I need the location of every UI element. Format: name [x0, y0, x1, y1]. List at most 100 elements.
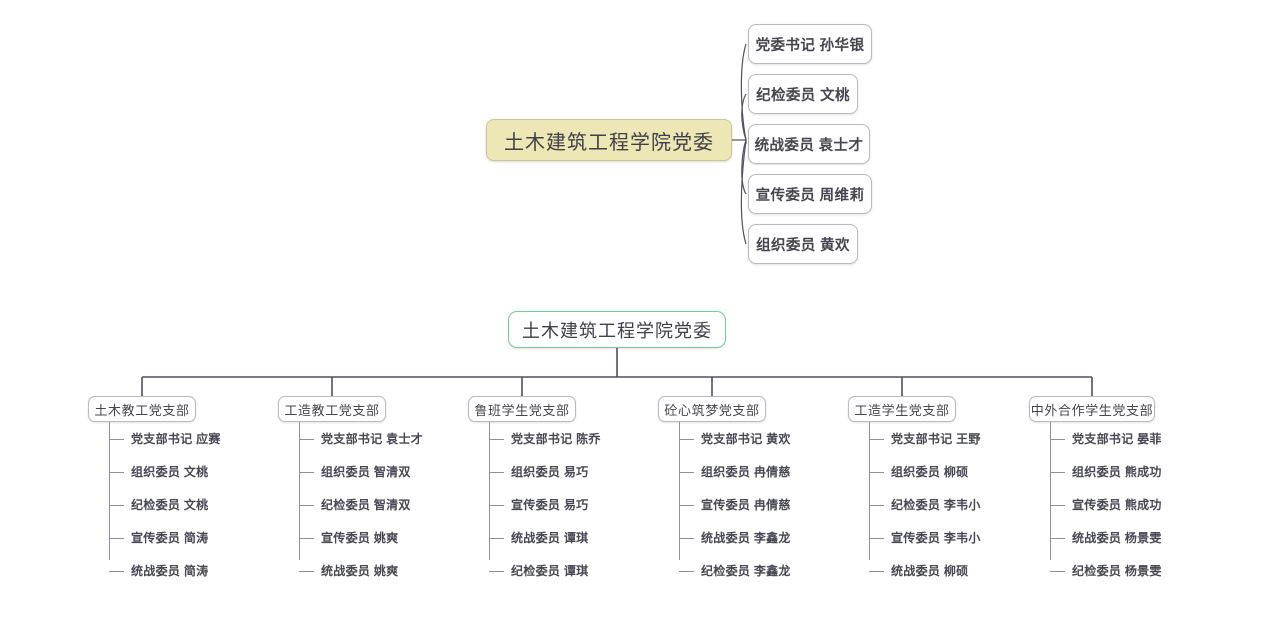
- branch-member-label: 纪检委员 杨景雯: [1072, 564, 1162, 578]
- branch-member-label: 宣传委员 易巧: [511, 498, 589, 512]
- branch-member-label: 党支部书记 晏菲: [1072, 432, 1162, 446]
- branch-member-item[interactable]: 纪检委员 杨景雯: [1029, 554, 1161, 587]
- branch-member-label: 纪检委员 智清双: [321, 498, 411, 512]
- branch-member-item[interactable]: 组织委员 智清双: [278, 455, 410, 488]
- branch-member-label: 组织委员 冉倩慈: [701, 465, 791, 479]
- branch-member-label: 纪检委员 李韦小: [891, 498, 981, 512]
- mindmap-member-label: 宣传委员 周维莉: [755, 187, 865, 204]
- branch-head-label: 土木教工党支部: [94, 402, 190, 418]
- branch-member-item[interactable]: 党支部书记 应赛: [88, 422, 220, 455]
- branch-member-item[interactable]: 宣传委员 冉倩慈: [658, 488, 790, 521]
- branch-member-item[interactable]: 纪检委员 谭琪: [468, 554, 588, 587]
- branch-member-list: 党支部书记 陈乔 组织委员 易巧 宣传委员 易巧 统战委员 谭琪 纪检委员 谭琪: [468, 422, 600, 587]
- orgchart-section: 土木建筑工程学院党委 土木教工党支部 党支部书记 应赛 组织委员 文桃 纪检委员…: [0, 300, 1265, 641]
- branch-member-item[interactable]: 统战委员 柳硕: [848, 554, 968, 587]
- mindmap-member-node[interactable]: 组织委员 黄欢: [748, 224, 858, 264]
- branch-member-item[interactable]: 宣传委员 易巧: [468, 488, 588, 521]
- branch-member-label: 统战委员 柳硕: [891, 564, 969, 578]
- branch-member-label: 纪检委员 谭琪: [511, 564, 589, 578]
- branch-member-item[interactable]: 党支部书记 王野: [848, 422, 980, 455]
- branch-member-label: 组织委员 熊成功: [1072, 465, 1162, 479]
- branch-member-label: 宣传委员 简涛: [131, 531, 209, 545]
- branch-member-item[interactable]: 党支部书记 袁士才: [278, 422, 423, 455]
- branch-member-label: 党支部书记 黄欢: [701, 432, 791, 446]
- branch-member-item[interactable]: 纪检委员 文桃: [88, 488, 208, 521]
- branch-member-label: 党支部书记 王野: [891, 432, 981, 446]
- orgchart-root-label: 土木建筑工程学院党委: [522, 320, 712, 341]
- orgchart-root-node[interactable]: 土木建筑工程学院党委: [508, 311, 726, 348]
- branch-member-list: 党支部书记 黄欢 组织委员 冉倩慈 宣传委员 冉倩慈 统战委员 李鑫龙 纪检委员…: [658, 422, 790, 587]
- branch-member-label: 组织委员 易巧: [511, 465, 589, 479]
- orgchart-branch: 砼心筑梦党支部 党支部书记 黄欢 组织委员 冉倩慈 宣传委员 冉倩慈 统战委员 …: [658, 396, 790, 587]
- branch-head-label: 鲁班学生党支部: [474, 402, 570, 418]
- branch-head-label: 中外合作学生党支部: [1030, 402, 1154, 418]
- branch-member-label: 党支部书记 袁士才: [321, 432, 424, 446]
- branch-member-list: 党支部书记 应赛 组织委员 文桃 纪检委员 文桃 宣传委员 简涛 统战委员 简涛: [88, 422, 220, 587]
- branch-member-label: 纪检委员 文桃: [131, 498, 209, 512]
- branch-head-label: 工造教工党支部: [284, 402, 380, 418]
- mindmap-section: 土木建筑工程学院党委 党委书记 孙华银 纪检委员 文桃 统战委员 袁士才 宣传委…: [0, 0, 1265, 290]
- branch-head-node[interactable]: 鲁班学生党支部: [468, 396, 576, 422]
- branch-member-item[interactable]: 纪检委员 智清双: [278, 488, 410, 521]
- branch-member-list: 党支部书记 王野 组织委员 柳硕 纪检委员 李韦小 宣传委员 李韦小 统战委员 …: [848, 422, 980, 587]
- orgchart-branch: 鲁班学生党支部 党支部书记 陈乔 组织委员 易巧 宣传委员 易巧 统战委员 谭琪…: [468, 396, 600, 587]
- mindmap-member-label: 党委书记 孙华银: [755, 37, 865, 54]
- branch-member-label: 统战委员 李鑫龙: [701, 531, 791, 545]
- branch-member-label: 组织委员 文桃: [131, 465, 209, 479]
- branch-head-node[interactable]: 中外合作学生党支部: [1029, 396, 1155, 422]
- orgchart-branch: 土木教工党支部 党支部书记 应赛 组织委员 文桃 纪检委员 文桃 宣传委员 简涛…: [88, 396, 220, 587]
- branch-member-item[interactable]: 宣传委员 姚爽: [278, 521, 398, 554]
- branch-member-item[interactable]: 宣传委员 简涛: [88, 521, 208, 554]
- branch-member-label: 组织委员 智清双: [321, 465, 411, 479]
- branch-member-item[interactable]: 宣传委员 熊成功: [1029, 488, 1161, 521]
- branch-member-label: 宣传委员 熊成功: [1072, 498, 1162, 512]
- branch-member-item[interactable]: 统战委员 姚爽: [278, 554, 398, 587]
- branch-head-node[interactable]: 土木教工党支部: [88, 396, 196, 422]
- branch-member-list: 党支部书记 袁士才 组织委员 智清双 纪检委员 智清双 宣传委员 姚爽 统战委员…: [278, 422, 423, 587]
- branch-member-label: 统战委员 谭琪: [511, 531, 589, 545]
- branch-member-item[interactable]: 统战委员 谭琪: [468, 521, 588, 554]
- branch-head-node[interactable]: 工造教工党支部: [278, 396, 386, 422]
- mindmap-member-node[interactable]: 宣传委员 周维莉: [748, 174, 872, 214]
- branch-member-label: 党支部书记 应赛: [131, 432, 221, 446]
- branch-member-label: 统战委员 简涛: [131, 564, 209, 578]
- branch-member-item[interactable]: 统战委员 李鑫龙: [658, 521, 790, 554]
- mindmap-member-label: 组织委员 黄欢: [756, 237, 850, 254]
- branch-member-item[interactable]: 统战委员 杨景雯: [1029, 521, 1161, 554]
- branch-member-label: 宣传委员 冉倩慈: [701, 498, 791, 512]
- branch-member-item[interactable]: 宣传委员 李韦小: [848, 521, 980, 554]
- mindmap-member-node[interactable]: 党委书记 孙华银: [748, 24, 872, 64]
- branch-member-item[interactable]: 组织委员 易巧: [468, 455, 588, 488]
- branch-member-item[interactable]: 党支部书记 陈乔: [468, 422, 600, 455]
- branch-head-label: 工造学生党支部: [854, 402, 950, 418]
- branch-member-item[interactable]: 党支部书记 晏菲: [1029, 422, 1161, 455]
- branch-member-label: 宣传委员 姚爽: [321, 531, 399, 545]
- branch-member-label: 宣传委员 李韦小: [891, 531, 981, 545]
- branch-member-list: 党支部书记 晏菲 组织委员 熊成功 宣传委员 熊成功 统战委员 杨景雯 纪检委员…: [1029, 422, 1161, 587]
- mindmap-root-node[interactable]: 土木建筑工程学院党委: [486, 119, 732, 161]
- mindmap-member-label: 纪检委员 文桃: [756, 87, 850, 104]
- branch-member-item[interactable]: 组织委员 熊成功: [1029, 455, 1161, 488]
- branch-member-label: 统战委员 姚爽: [321, 564, 399, 578]
- branch-member-item[interactable]: 组织委员 柳硕: [848, 455, 968, 488]
- branch-member-label: 组织委员 柳硕: [891, 465, 969, 479]
- orgchart-branch: 中外合作学生党支部 党支部书记 晏菲 组织委员 熊成功 宣传委员 熊成功 统战委…: [1029, 396, 1161, 587]
- branch-member-label: 党支部书记 陈乔: [511, 432, 601, 446]
- mindmap-member-node[interactable]: 统战委员 袁士才: [748, 124, 870, 164]
- mindmap-member-label: 统战委员 袁士才: [754, 137, 864, 154]
- orgchart-branch: 工造教工党支部 党支部书记 袁士才 组织委员 智清双 纪检委员 智清双 宣传委员…: [278, 396, 423, 587]
- branch-member-label: 统战委员 杨景雯: [1072, 531, 1162, 545]
- branch-member-item[interactable]: 组织委员 文桃: [88, 455, 208, 488]
- orgchart-branch: 工造学生党支部 党支部书记 王野 组织委员 柳硕 纪检委员 李韦小 宣传委员 李…: [848, 396, 980, 587]
- mindmap-root-label: 土木建筑工程学院党委: [504, 131, 714, 154]
- branch-member-item[interactable]: 统战委员 简涛: [88, 554, 208, 587]
- branch-member-item[interactable]: 党支部书记 黄欢: [658, 422, 790, 455]
- branch-head-node[interactable]: 工造学生党支部: [848, 396, 956, 422]
- mindmap-member-node[interactable]: 纪检委员 文桃: [748, 74, 858, 114]
- branch-member-label: 纪检委员 李鑫龙: [701, 564, 791, 578]
- branch-member-item[interactable]: 纪检委员 李韦小: [848, 488, 980, 521]
- branch-member-item[interactable]: 组织委员 冉倩慈: [658, 455, 790, 488]
- branch-head-label: 砼心筑梦党支部: [664, 402, 760, 418]
- branch-member-item[interactable]: 纪检委员 李鑫龙: [658, 554, 790, 587]
- branch-head-node[interactable]: 砼心筑梦党支部: [658, 396, 766, 422]
